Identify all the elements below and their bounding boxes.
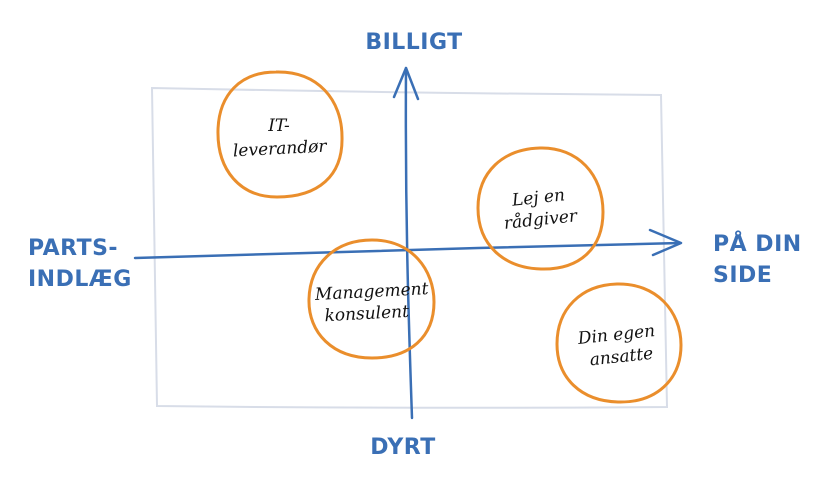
node-management-konsulent: Management konsulent <box>307 238 436 360</box>
node-label-line1: IT- <box>267 116 290 136</box>
frame-box <box>150 86 669 409</box>
up-arrow-head <box>392 66 420 101</box>
node-label-line2: leverandør <box>232 137 327 162</box>
axis-label-bottom: DYRT <box>370 435 436 460</box>
horizontal-axis <box>133 241 682 260</box>
node-it-leverandor: IT- leverandør <box>216 70 344 199</box>
axis-label-right-line1: PÅ DIN <box>713 231 802 257</box>
node-circle <box>476 146 605 271</box>
node-label-line1: Lej en <box>510 185 566 211</box>
node-circle <box>307 238 436 360</box>
right-arrow-head <box>648 228 683 257</box>
axis-label-top: BILLIGT <box>365 30 462 55</box>
axis-label-left-line2: INDLÆG <box>28 267 132 292</box>
node-circle <box>216 70 344 199</box>
node-label-line2: konsulent <box>324 302 410 326</box>
node-label-line2: ansatte <box>589 344 654 371</box>
vertical-axis <box>404 66 414 420</box>
node-lej-en-raadgiver: Lej en rådgiver <box>476 146 605 271</box>
node-circle <box>555 282 683 404</box>
node-din-egen-ansatte: Din egen ansatte <box>555 282 683 404</box>
axis-label-left-line1: PARTS- <box>28 236 118 261</box>
node-label-line1: Management <box>314 279 430 305</box>
axis-label-right-line2: SIDE <box>713 263 772 288</box>
